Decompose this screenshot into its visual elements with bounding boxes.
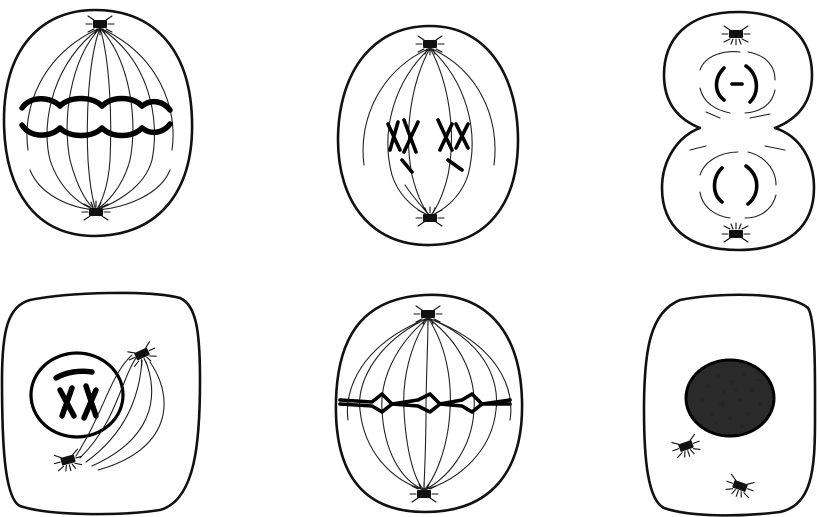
cell-membrane: [662, 12, 814, 250]
cell-top-left: [4, 10, 192, 236]
nucleus: [686, 360, 774, 436]
chromosomes: [22, 99, 170, 136]
nucleus: [31, 353, 123, 437]
chromosomes-top: [717, 66, 757, 102]
cell-membrane: [338, 26, 518, 245]
cell-bottom-right: [644, 295, 815, 516]
cell-bottom-middle: [336, 295, 522, 512]
aster-bottom: [722, 223, 750, 242]
spindle-fibers: [363, 48, 495, 216]
aster-bottom: [410, 483, 438, 502]
spindle-fibers: [27, 28, 173, 210]
cell-membrane: [4, 10, 192, 236]
cell-bottom-left: [2, 293, 200, 514]
chromosomes: [340, 394, 510, 412]
aster-bottom: [416, 207, 444, 226]
aster-top: [722, 26, 750, 45]
chromosomes-bottom: [715, 166, 757, 204]
aster-left: [670, 434, 703, 461]
aster-bottom: [82, 201, 110, 220]
cell-top-middle: [338, 26, 518, 245]
aster-right: [723, 474, 756, 501]
chromosomes: [388, 120, 468, 172]
cell-top-right: [662, 12, 814, 250]
aster-top: [86, 16, 114, 35]
nuclear-envelope-bottom: [690, 146, 785, 218]
aster-left: [52, 449, 84, 475]
aster-top: [416, 36, 444, 55]
